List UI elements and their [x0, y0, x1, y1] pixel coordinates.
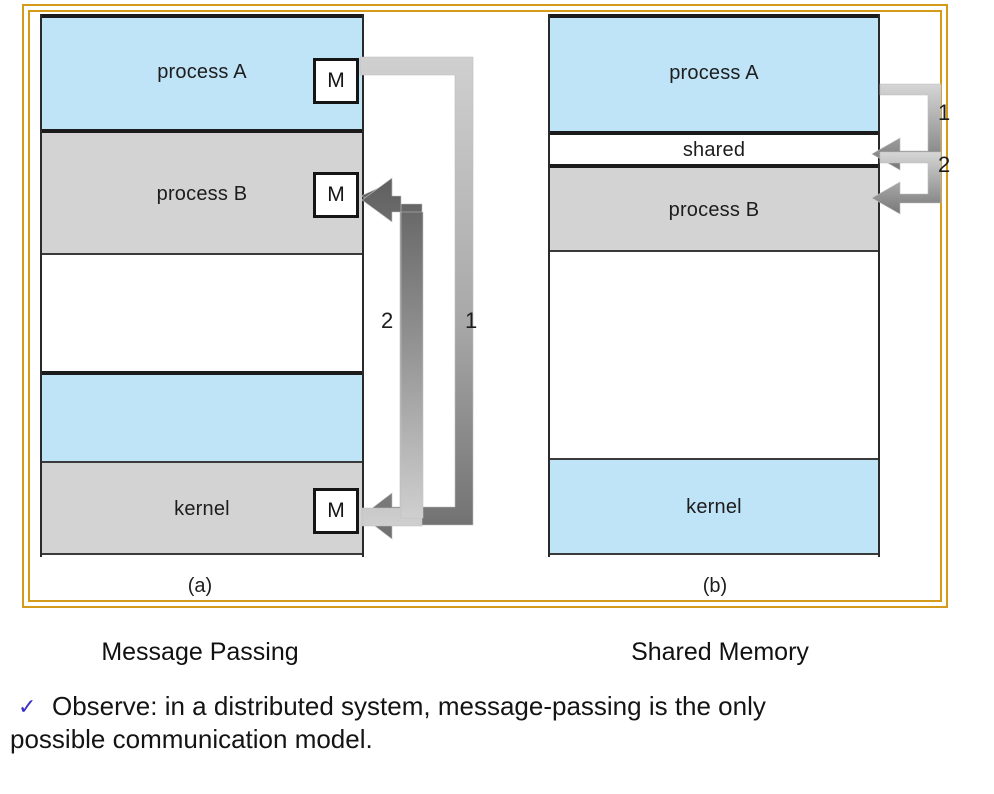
band-label-process-b-b: process B [668, 198, 760, 221]
rule-a-1 [40, 14, 364, 18]
band-label-kernel-b: kernel [686, 496, 742, 518]
rule-a-4 [40, 371, 364, 375]
observation-line-2: possible communication model. [10, 724, 373, 755]
panel-a-caption: Message Passing [101, 638, 299, 666]
band-kernel-b: kernel [548, 460, 880, 555]
panel-b-memory-column: process A shared process B kernel [548, 14, 880, 557]
panel-b-caption: Shared Memory [631, 638, 809, 666]
band-process-b-a: process B [40, 133, 364, 255]
band-empty-white-a [40, 255, 364, 373]
band-kernel-a: kernel [40, 463, 364, 555]
rule-b-6 [548, 553, 880, 555]
mailbox-label-process-b: M [327, 183, 345, 206]
band-process-a-a: process A [40, 14, 364, 131]
mailbox-label-process-a: M [327, 69, 345, 92]
arrow-2-number-panel-b: 2 [938, 152, 951, 177]
mailbox-label-kernel: M [327, 499, 345, 522]
panel-a-left-edge [40, 14, 42, 557]
band-process-a-b: process A [548, 14, 880, 133]
figure-frame-inner-border [28, 10, 942, 602]
band-empty-white-b [548, 252, 880, 460]
panel-b-right-edge [878, 14, 880, 557]
observation-line-1: Observe: in a distributed system, messag… [52, 691, 766, 721]
arrow-1-number-panel-b: 1 [938, 100, 951, 125]
band-label-shared-b: shared [682, 139, 746, 161]
observation-text: Observe: in a distributed system, messag… [10, 690, 984, 757]
panel-b-left-edge [548, 14, 550, 557]
arrow-2-number-panel-a: 2 [381, 308, 394, 333]
mailbox-process-a: M [313, 58, 359, 104]
band-label-process-a-b: process A [669, 62, 759, 84]
mailbox-process-b: M [313, 172, 359, 218]
rule-a-5 [40, 461, 364, 463]
band-process-b-b: process B [548, 168, 880, 252]
rule-b-1 [548, 14, 880, 18]
rule-a-3 [40, 253, 364, 255]
rule-b-2 [548, 131, 880, 135]
band-label-process-b-a: process B [156, 182, 248, 205]
band-label-process-a-a: process A [157, 61, 247, 83]
panel-a-memory-column: process A process B kernel [40, 14, 364, 557]
checkmark-icon: ✓ [18, 694, 37, 719]
observation-bullet: ✓ Observe: in a distributed system, mess… [10, 690, 984, 757]
rule-b-3 [548, 164, 880, 168]
rule-a-2 [40, 129, 364, 133]
rule-b-5 [548, 458, 880, 460]
band-label-kernel-a: kernel [174, 497, 230, 520]
panel-a-right-edge [362, 14, 364, 557]
panel-b-id-label: (b) [702, 575, 728, 597]
mailbox-kernel: M [313, 488, 359, 534]
arrow-1-number-panel-a: 1 [465, 308, 478, 333]
rule-b-4 [548, 250, 880, 252]
band-shared-b: shared [548, 135, 880, 166]
rule-a-6 [40, 553, 364, 555]
band-empty-blue-a [40, 375, 364, 463]
panel-a-id-label: (a) [187, 575, 213, 597]
